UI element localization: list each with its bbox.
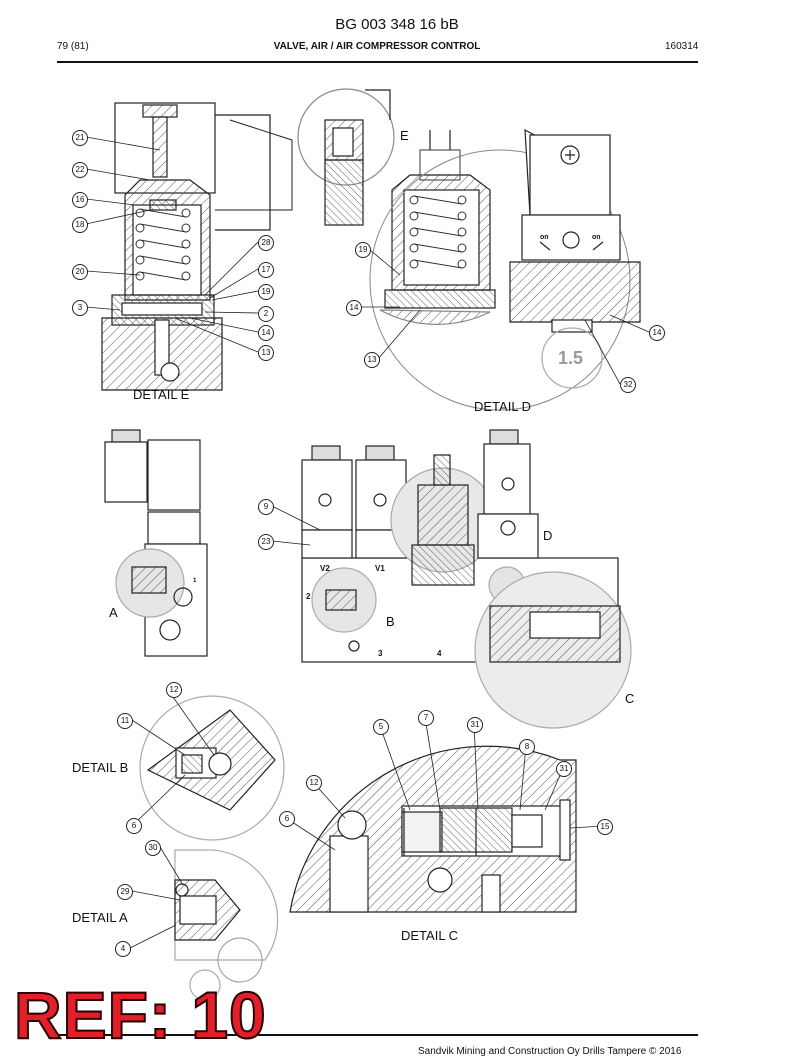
callout-letter-b: B: [386, 614, 395, 629]
footer-rule: [57, 1034, 698, 1036]
detail-e-leaders: [85, 136, 259, 353]
header-rule: [57, 61, 698, 63]
balloon-20: 20: [72, 264, 88, 280]
document-title: VALVE, AIR / AIR COMPRESSOR CONTROL: [273, 41, 481, 52]
balloon-14: 14: [649, 325, 665, 341]
balloon-12: 12: [306, 775, 322, 791]
detail-b-label: DETAIL B: [72, 760, 129, 775]
detail-a-leaders: [129, 846, 184, 949]
balloon-2: 2: [258, 306, 274, 322]
port-label-2: 2: [306, 592, 311, 601]
document-id: BG 003 348 16 bB: [335, 16, 459, 33]
balloon-19: 19: [355, 242, 371, 258]
balloon-31: 31: [556, 761, 572, 777]
balloon-29: 29: [117, 884, 133, 900]
detail-d-drawing: [297, 88, 641, 411]
detail-c-leaders: [285, 716, 605, 851]
balloon-14: 14: [258, 325, 274, 341]
balloon-3: 3: [72, 300, 88, 316]
balloon-15: 15: [597, 819, 613, 835]
port-label-v1: V1: [375, 564, 385, 573]
balloon-31: 31: [467, 717, 483, 733]
detail-e-drawing: [101, 102, 293, 391]
detail-c-drawing: [289, 745, 577, 913]
balloon-11: 11: [117, 713, 133, 729]
balloon-18: 18: [72, 217, 88, 233]
port-label-4: 4: [437, 649, 442, 658]
balloon-16: 16: [72, 192, 88, 208]
balloon-6: 6: [126, 818, 142, 834]
balloon-19: 19: [258, 284, 274, 300]
footer-copyright: Sandvik Mining and Construction Oy Drill…: [418, 1046, 682, 1057]
balloon-14: 14: [346, 300, 362, 316]
detail-c-label: DETAIL C: [401, 928, 459, 943]
balloon-32: 32: [620, 377, 636, 393]
detail-a-drawing: [174, 849, 279, 1001]
port-label-v2: V2: [320, 564, 330, 573]
balloon-9: 9: [258, 499, 274, 515]
balloon-30: 30: [145, 840, 161, 856]
document-date: 160314: [665, 41, 699, 52]
callout-letter-c: C: [625, 691, 635, 706]
balloon-5: 5: [373, 719, 389, 735]
port-label-3: 3: [378, 649, 383, 658]
balloon-13: 13: [364, 352, 380, 368]
balloon-4: 4: [115, 941, 131, 957]
manifold-leaders: [271, 505, 321, 546]
balloon-8: 8: [519, 739, 535, 755]
callout-letter-a: A: [109, 605, 118, 620]
balloon-17: 17: [258, 262, 274, 278]
on-label-left: on: [540, 234, 549, 241]
detail-b-leaders: [131, 696, 215, 826]
detail-d-label: DETAIL D: [474, 399, 532, 414]
manifold-drawing: [301, 429, 632, 729]
balloon-13: 13: [258, 345, 274, 361]
callout-letter-d: D: [543, 528, 553, 543]
ref-stamp: REF: 10: [13, 978, 267, 1052]
balloon-28: 28: [258, 235, 274, 251]
balloon-21: 21: [72, 130, 88, 146]
port-label-1: 1: [193, 578, 197, 584]
page-number: 79 (81): [57, 41, 89, 52]
detail-d-leaders: [362, 249, 650, 385]
balloon-12: 12: [166, 682, 182, 698]
side-view-drawing: [104, 429, 208, 657]
balloon-23: 23: [258, 534, 274, 550]
balloon-6: 6: [279, 811, 295, 827]
detail-b-drawing: [139, 695, 285, 841]
callout-letter-e: E: [400, 128, 409, 143]
gauge-label: 1.5: [558, 348, 584, 368]
on-label-right: on: [592, 234, 601, 241]
balloon-22: 22: [72, 162, 88, 178]
detail-a-label: DETAIL A: [72, 910, 128, 925]
balloon-7: 7: [418, 710, 434, 726]
detail-e-label: DETAIL E: [133, 387, 190, 402]
